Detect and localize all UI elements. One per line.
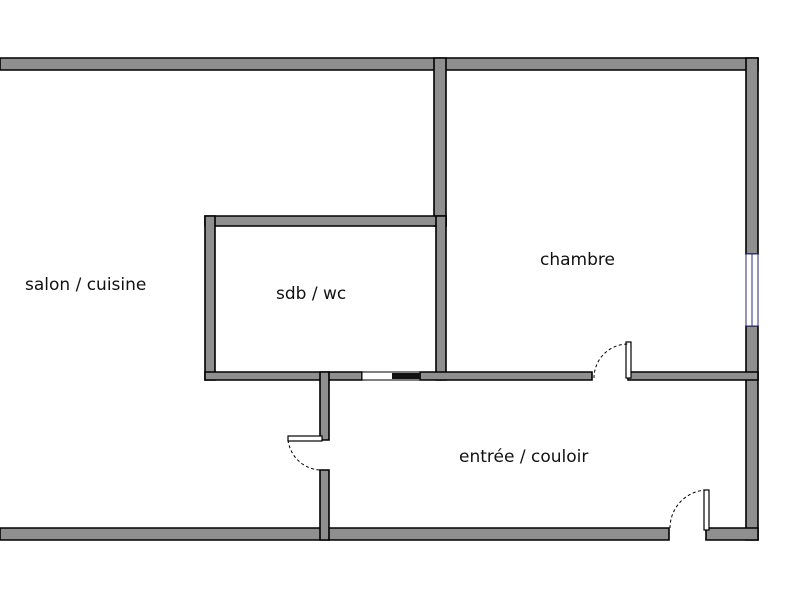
window (745, 253, 759, 327)
wall-couloir-left-upper (319, 371, 330, 441)
sliding-door (361, 371, 421, 381)
wall-bottom-left (0, 527, 670, 541)
wall-sdb-right (435, 215, 447, 381)
wall-bottom-right (705, 527, 759, 541)
door-entree (669, 489, 710, 531)
wall-couloir-top-right (627, 371, 759, 381)
room-label-sdb: sdb / wc (276, 284, 346, 304)
room-label-salon: salon / cuisine (25, 275, 146, 295)
wall-sdb-bottom (204, 371, 363, 381)
wall-salon-chambre (433, 57, 447, 227)
interior-walls (204, 57, 759, 541)
room-label-entree: entrée / couloir (459, 447, 588, 467)
wall-couloir-left-lower (319, 469, 330, 541)
door-chambre (593, 341, 632, 379)
wall-right-lower (745, 325, 759, 541)
wall-couloir-top-mid (419, 371, 593, 381)
door-salon-couloir (287, 435, 323, 471)
wall-top (0, 57, 759, 71)
wall-sdb-top (204, 215, 447, 227)
exterior-walls (0, 57, 759, 541)
room-label-chambre: chambre (540, 250, 615, 270)
wall-sdb-left (204, 215, 216, 381)
wall-right-upper (745, 57, 759, 255)
